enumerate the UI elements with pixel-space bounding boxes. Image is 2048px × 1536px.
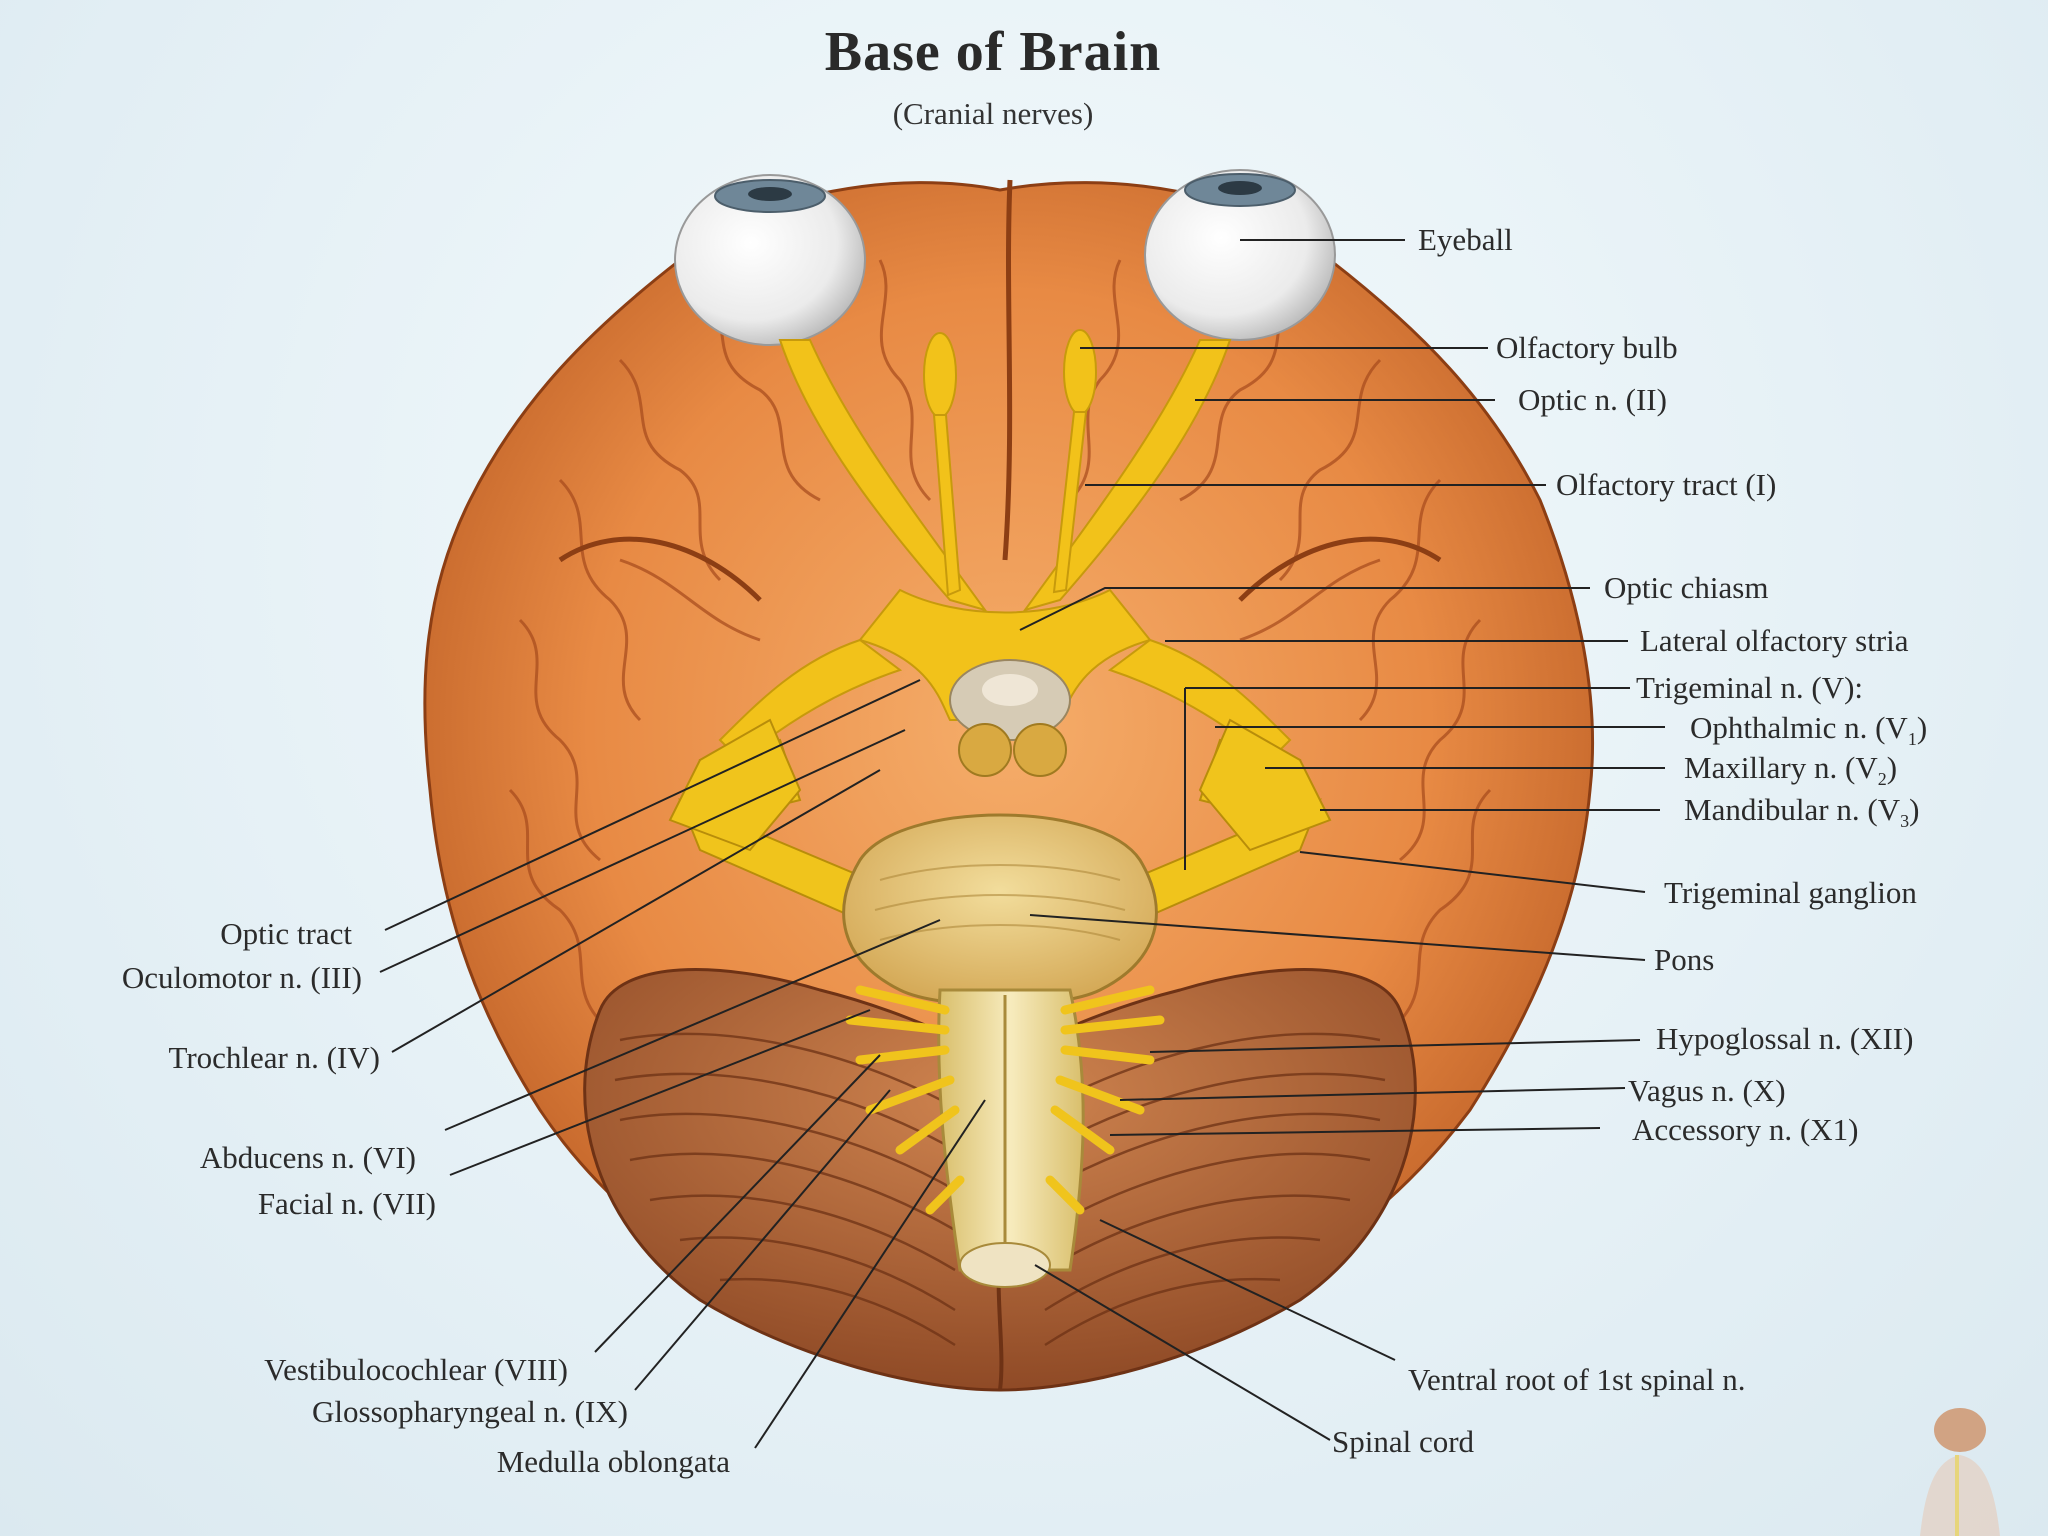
olfactory-tracts [923,329,1097,597]
label-olfactory-tract: Olfactory tract (I) [1556,467,1777,502]
trigeminal-nerves [668,718,1332,922]
label-olfactory-bulb: Olfactory bulb [1496,330,1678,365]
label-medulla-oblongata: Medulla oblongata [496,1444,730,1479]
leader-lines-right [1019,239,1665,1441]
label-trigeminal-ganglion: Trigeminal ganglion [1664,875,1917,910]
label-maxillary-n: Maxillary n. (V2) [1684,750,1898,790]
label-spinal-cord: Spinal cord [1332,1424,1475,1459]
leader-lines-left [379,679,986,1449]
right-eyeball [1144,169,1336,341]
label-eyeball: Eyeball [1418,222,1513,257]
label-trochlear-n: Trochlear n. (IV) [168,1040,381,1075]
label-trigeminal-n: Trigeminal n. (V): [1636,670,1864,705]
label-vagus-n: Vagus n. (X) [1628,1073,1786,1108]
pons [842,813,1158,1007]
label-ventral-root: Ventral root of 1st spinal n. [1408,1362,1746,1397]
human-figure-icon [1920,1408,2000,1536]
label-ophthalmic-n: Ophthalmic n. (V1) [1690,710,1928,750]
gyri-texture [508,259,1492,1032]
longitudinal-fissure [1002,179,1013,561]
lower-cranial-nerves [845,985,1165,1215]
optic-chiasm [858,588,1152,721]
spinal-cord [959,1242,1051,1288]
label-mandibular-n: Mandibular n. (V3) [1684,792,1920,832]
label-glossopharyngeal-n: Glossopharyngeal n. (IX) [312,1394,628,1429]
label-vestibulocochlear: Vestibulocochlear (VIII) [264,1352,568,1387]
page-subtitle: (Cranial nerves) [892,96,1094,131]
label-pons: Pons [1654,942,1715,977]
label-lateral-olfactory-stria: Lateral olfactory stria [1640,623,1909,658]
label-optic-n: Optic n. (II) [1518,382,1667,417]
left-eyeball [674,174,866,346]
hypothalamus [949,659,1071,777]
label-optic-tract: Optic tract [220,916,352,951]
label-abducens-n: Abducens n. (VI) [199,1140,416,1175]
label-facial-n: Facial n. (VII) [257,1186,436,1221]
label-optic-chiasm: Optic chiasm [1604,570,1769,605]
page-title: Base of Brain [824,21,1162,83]
label-oculomotor-n: Oculomotor n. (III) [121,960,362,995]
label-hypoglossal-n: Hypoglossal n. (XII) [1656,1021,1914,1056]
label-accessory-n: Accessory n. (X1) [1632,1112,1859,1147]
